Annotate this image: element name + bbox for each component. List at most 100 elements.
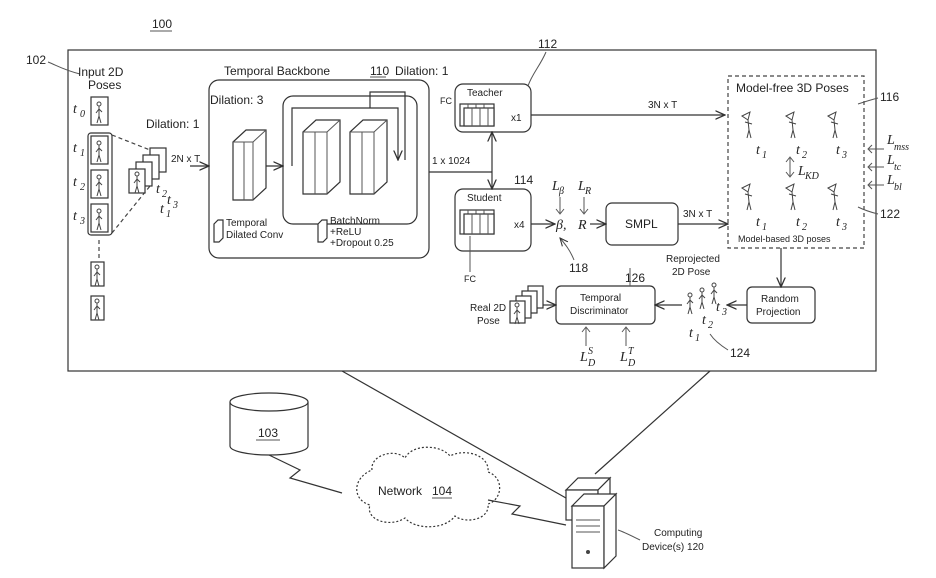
ref-102: 102: [26, 53, 46, 67]
dim-2n-t: 2N x T: [171, 154, 200, 165]
input-t0-sub: 0: [80, 109, 85, 120]
input-t2: t: [73, 175, 78, 190]
device-label-1: Computing: [654, 528, 702, 539]
legend-bn-1: BatchNorm: [330, 216, 380, 227]
smpl-out-dim: 3N x T: [683, 209, 712, 220]
ref-126: 126: [625, 271, 645, 285]
mb-t1: t: [756, 215, 761, 230]
figure-number: 100: [152, 17, 172, 31]
l-d-s-sup: S: [588, 346, 593, 357]
db-ref: 103: [258, 426, 278, 440]
student-network: Student x4 FC: [455, 189, 531, 284]
discriminator-1: Temporal: [580, 293, 621, 304]
network-label: Network: [378, 484, 423, 498]
mf-t2-sub: 2: [802, 150, 807, 161]
rp-t3: t: [716, 300, 721, 315]
l-kd-sub: KD: [804, 171, 820, 182]
mb-t3-sub: 3: [841, 222, 847, 233]
model-based-title: Model-based 3D poses: [738, 234, 831, 244]
l-bl-sub: bl: [894, 182, 902, 193]
dilation-1-right: Dilation: 1: [395, 64, 449, 78]
real-2d-pose-stack: [510, 286, 543, 324]
random-projection-2: Projection: [756, 307, 800, 318]
teacher-label: Teacher: [467, 88, 503, 99]
reprojected-2d-poses: t 1 t 2 t 3: [687, 283, 727, 344]
poses-3d-panel: Model-free 3D Poses t 1 t 2 t 3 L KD t 1…: [728, 76, 864, 248]
teacher-fc: FC: [440, 96, 452, 106]
rp-t2-sub: 2: [708, 320, 713, 331]
teacher-mult: x1: [511, 113, 522, 124]
l-d-t: L: [619, 350, 628, 365]
mf-t1-sub: 1: [762, 150, 767, 161]
seq-t3: t: [167, 193, 172, 208]
rp-t1: t: [689, 326, 694, 341]
ref-118: 118: [569, 261, 588, 275]
conv-block-1: [233, 130, 266, 200]
backbone-title: Temporal Backbone: [224, 64, 330, 78]
l-d-s: L: [579, 350, 588, 365]
seq-t1-sub: 1: [166, 209, 171, 220]
conv-block-2: [303, 120, 340, 194]
dim-1x1024: 1 x 1024: [432, 156, 471, 167]
input-t2-sub: 2: [80, 182, 85, 193]
smpl-label: SMPL: [625, 217, 658, 231]
l-tc-sub: tc: [894, 162, 902, 173]
seq-t2-sub: 2: [162, 189, 167, 200]
input-t3-sub: 3: [79, 216, 85, 227]
student-mult: x4: [514, 220, 525, 231]
legend-conv-2: Dilated Conv: [226, 230, 283, 241]
mf-t1: t: [756, 143, 761, 158]
input-title-line1: Input 2D: [78, 65, 124, 79]
l-beta-sub: β: [558, 186, 564, 197]
backbone-ref: 110: [370, 64, 389, 78]
l-mss-sub: mss: [894, 142, 909, 153]
mb-t1-sub: 1: [762, 222, 767, 233]
ref-124: 124: [730, 346, 750, 360]
input-t3: t: [73, 209, 78, 224]
rp-t3-sub: 3: [721, 307, 727, 318]
reprojected-2: 2D Pose: [672, 267, 711, 278]
beta-label: β,: [555, 218, 566, 233]
discriminator-2: Discriminator: [570, 306, 629, 317]
seq-t2: t: [156, 182, 161, 197]
rp-t1-sub: 1: [695, 333, 700, 344]
input-2d-poses: Input 2D Poses t 0 t 1 t 2 t 3: [73, 65, 124, 320]
seq-t3-sub: 3: [172, 200, 178, 211]
mb-t3: t: [836, 215, 841, 230]
student-label: Student: [467, 193, 502, 204]
seq-t1: t: [160, 202, 165, 217]
teacher-network: Teacher FC x1: [440, 84, 531, 132]
teacher-out-dim: 3N x T: [648, 100, 677, 111]
legend-bn-2: +ReLU: [330, 227, 361, 238]
database-icon: 103: [230, 393, 308, 455]
device-label-2: Device(s) 120: [642, 542, 704, 553]
dilation-3: Dilation: 3: [210, 93, 264, 107]
real-pose-1: Real 2D: [470, 303, 506, 314]
legend-bn-3: +Dropout 0.25: [330, 238, 394, 249]
mb-t2-sub: 2: [802, 222, 807, 233]
rp-t2: t: [702, 313, 707, 328]
conv-block-3: [350, 120, 387, 194]
r-label: R: [577, 218, 587, 233]
l-r-sub: R: [584, 186, 591, 197]
network-cloud: Network 104: [357, 447, 500, 527]
backbone-legend: Temporal Dilated Conv BatchNorm +ReLU +D…: [214, 216, 394, 249]
l-d-t-sup: T: [628, 346, 635, 357]
model-free-title: Model-free 3D Poses: [736, 81, 849, 95]
random-projection-1: Random: [761, 294, 799, 305]
input-t1-sub: 1: [80, 148, 85, 159]
input-t1: t: [73, 141, 78, 156]
ref-114: 114: [514, 173, 533, 187]
mf-t2: t: [796, 143, 801, 158]
ref-122: 122: [880, 207, 900, 221]
legend-conv-1: Temporal: [226, 218, 267, 229]
mf-t3-sub: 3: [841, 150, 847, 161]
l-d-s-sub: D: [587, 358, 596, 369]
student-fc: FC: [464, 274, 476, 284]
l-d-t-sub: D: [627, 358, 636, 369]
temporal-discriminator: [556, 286, 655, 324]
server-icon: [566, 478, 616, 568]
input-t0: t: [73, 102, 78, 117]
input-title-line2: Poses: [88, 78, 121, 92]
